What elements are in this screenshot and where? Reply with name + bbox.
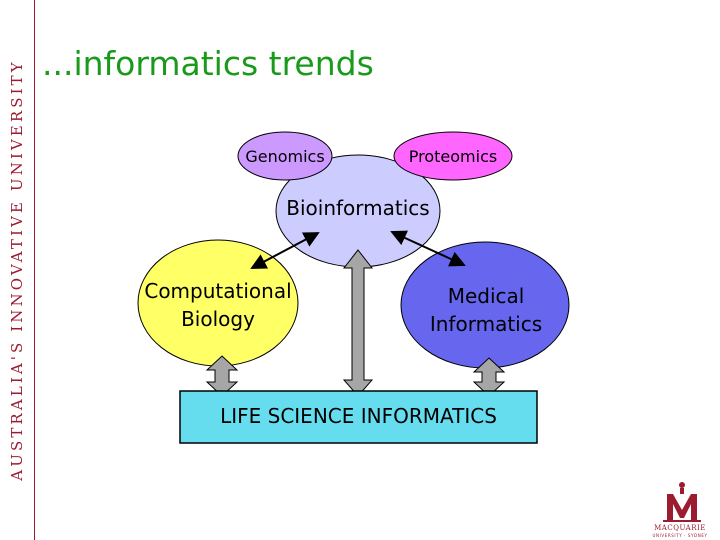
computational-biology-node: [137, 239, 299, 367]
bioinformatics-label: Bioinformatics: [286, 196, 430, 220]
macquarie-logo: MACQUARIE UNIVERSITY · SYDNEY: [640, 478, 720, 540]
medical-informatics-label-line2: Informatics: [429, 312, 543, 336]
genomics-node: [237, 131, 333, 181]
arrow-bioinf-medinf: [390, 230, 466, 267]
arrow-bioinf-compbio: [250, 232, 320, 269]
logo-subtitle: UNIVERSITY · SYDNEY: [652, 533, 708, 538]
macquarie-crest-icon: [663, 482, 701, 522]
proteomics-node: [393, 131, 513, 181]
genomics-label: Genomics: [245, 147, 325, 166]
sidebar-divider: [34, 0, 35, 540]
life-science-label: LIFE SCIENCE INFORMATICS: [220, 404, 497, 428]
computational-biology-label-line2: Biology: [181, 307, 255, 331]
medical-informatics-label-line1: Medical: [447, 284, 525, 308]
arrow-bioinf-life: [342, 249, 374, 397]
logo-name: MACQUARIE: [654, 524, 706, 532]
life-science-box: [179, 390, 538, 444]
slide-title: ...informatics trends: [42, 44, 374, 83]
computational-biology-label-line1: Computational: [144, 279, 292, 303]
proteomics-label: Proteomics: [408, 147, 498, 166]
